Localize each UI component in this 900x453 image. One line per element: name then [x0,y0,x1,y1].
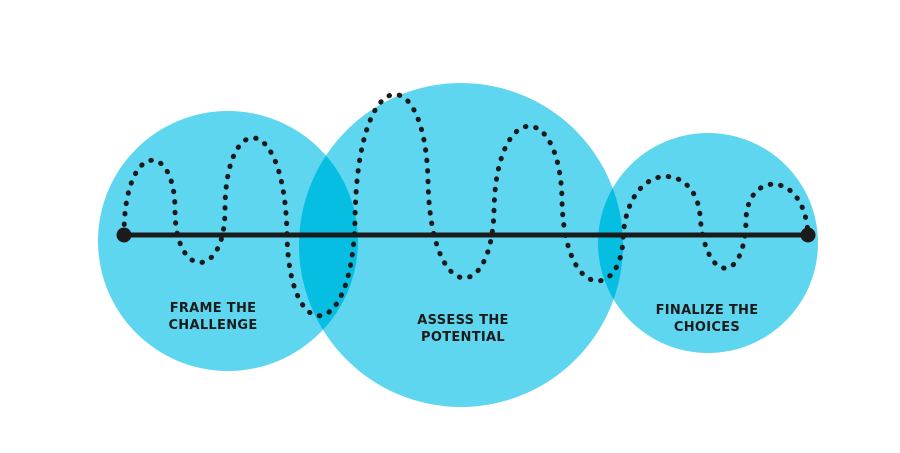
stage-label-line: CHALLENGE [168,318,258,333]
dotted-wave [121,92,811,319]
stage-label-finalize: FINALIZE THE CHOICES [607,302,807,336]
stage-label-line: FRAME THE [169,301,257,316]
stage-circle-assess [299,83,623,407]
stage-label-line: POTENTIAL [421,330,505,345]
stage-label-line: FINALIZE THE [655,303,759,318]
timeline-start-dot [116,227,132,243]
stage-label-line: ASSESS THE [417,313,509,328]
timeline-end-dot [800,227,816,243]
stage-label-frame: FRAME THE CHALLENGE [113,300,313,334]
stage-label-assess: ASSESS THE POTENTIAL [363,312,563,346]
stage-label-line: CHOICES [673,320,741,335]
stage-circle-frame [98,111,358,371]
